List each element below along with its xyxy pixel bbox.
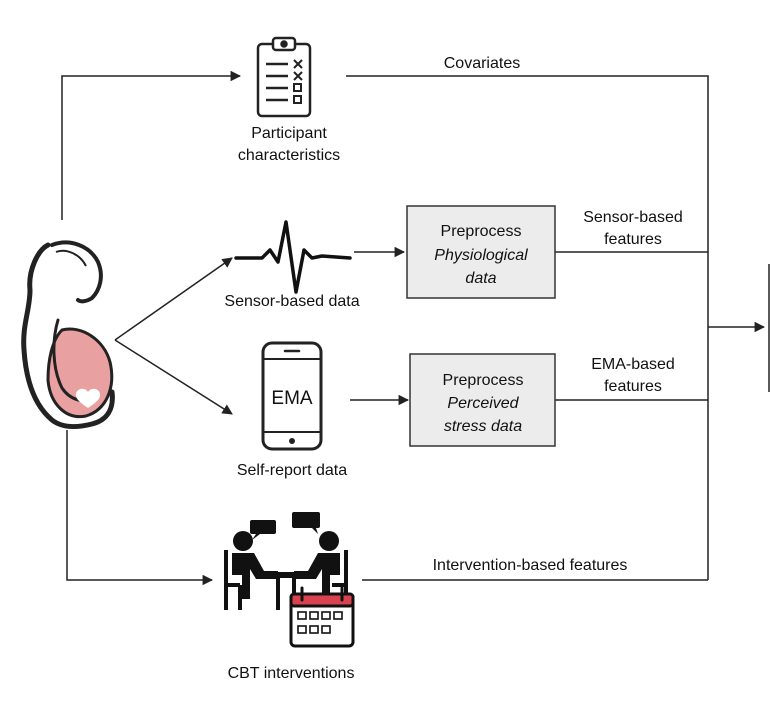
ema-features-label-line1: EMA-based (591, 356, 675, 373)
participant-label-line2: characteristics (238, 147, 340, 164)
arrow-to-cbt (66, 430, 214, 586)
clipboard-icon (256, 36, 312, 118)
physio-box-sub2: data (465, 270, 496, 287)
self-report-label: Self-report data (237, 462, 347, 479)
sensor-features-label-line1: Sensor-based (583, 209, 683, 226)
arrow-to-sensor (114, 257, 233, 341)
pregnant-woman-icon (21, 240, 115, 430)
connectors (61, 70, 770, 586)
arrow-to-participant (61, 70, 242, 220)
sensor-data-label: Sensor-based data (224, 293, 359, 310)
covariates-label: Covariates (444, 55, 520, 72)
covariates-line (346, 75, 709, 580)
ema-icon-text: EMA (271, 388, 313, 409)
stress-box-sub1: Perceived (447, 395, 519, 412)
physio-box-title: Preprocess (441, 223, 522, 240)
smartphone-icon (261, 341, 323, 451)
physio-box-sub1: Physiological (434, 247, 528, 264)
heartbeat-icon (234, 220, 352, 294)
cbt-label: CBT interventions (228, 665, 355, 682)
stress-box-sub2: stress data (444, 418, 522, 435)
stress-box-title: Preprocess (443, 372, 524, 389)
arrow-to-self-report (114, 339, 233, 415)
preprocess-physio-box: Preprocess Physiological data (406, 205, 556, 299)
ema-features-label-line2: features (604, 378, 662, 395)
calendar-icon (289, 586, 355, 648)
intervention-features-label: Intervention-based features (433, 557, 628, 574)
preprocess-stress-box: Preprocess Perceived stress data (409, 353, 556, 447)
sensor-features-label-line2: features (604, 231, 662, 248)
participant-label-line1: Participant (251, 125, 327, 142)
